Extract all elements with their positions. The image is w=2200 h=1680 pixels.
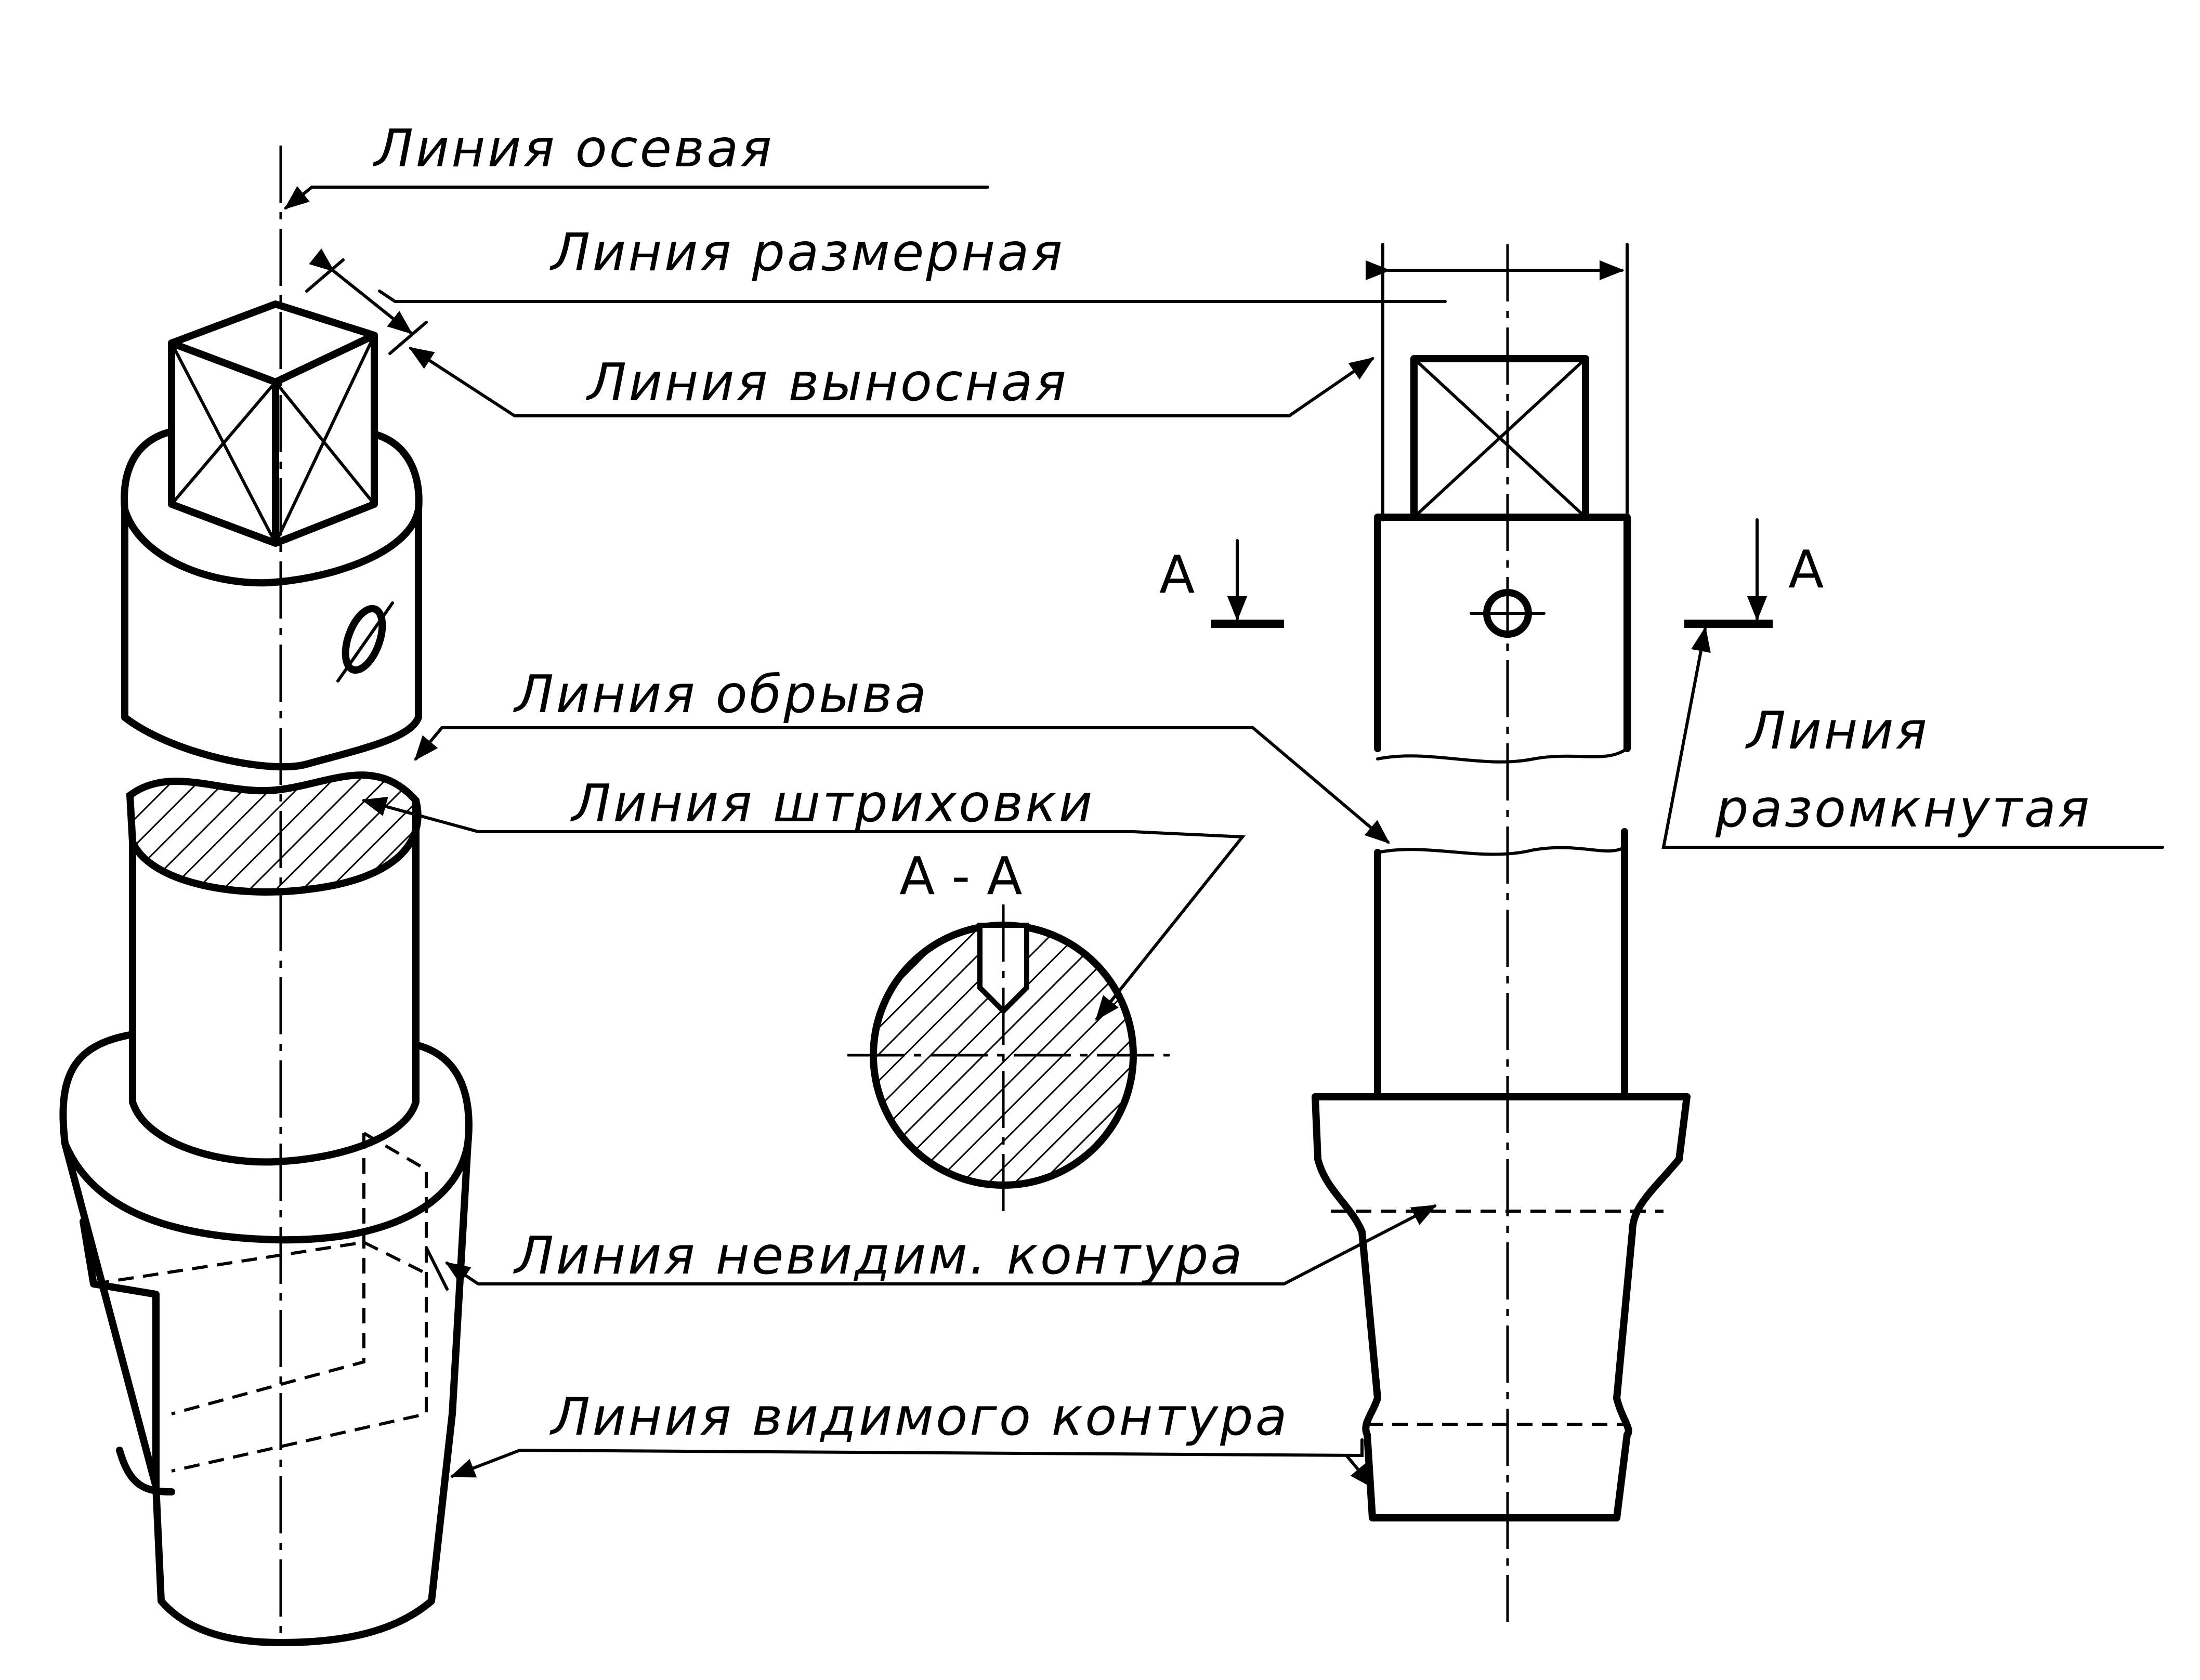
leader-lines xyxy=(284,186,2164,1489)
section-title: А - А xyxy=(899,846,1022,907)
cut-marker-left: А xyxy=(1159,544,1195,605)
label-break: Линия обрыва xyxy=(513,664,928,725)
label-hatching: Линия штриховки xyxy=(570,773,1094,834)
label-extension: Линия выносная xyxy=(586,352,1068,413)
middle-shaft xyxy=(129,797,420,1166)
keyway-slot xyxy=(977,923,1029,1015)
break-section-hatched xyxy=(126,771,422,896)
front-taper xyxy=(1312,1093,1691,1521)
leader-dimension xyxy=(378,290,1447,303)
leader-extension xyxy=(513,357,1374,417)
lower-taper xyxy=(59,1031,473,1646)
square-head xyxy=(168,300,378,547)
cutting-plane-right: А xyxy=(1684,518,1824,628)
cutting-plane-left: А xyxy=(1159,539,1284,628)
leader-open-line xyxy=(1661,626,2164,849)
upper-collar xyxy=(121,428,423,771)
label-hidden: Линия невидим. контура xyxy=(513,1225,1245,1286)
leader-hidden xyxy=(1282,1204,1437,1285)
leader-break xyxy=(440,726,1390,844)
cut-marker-right: А xyxy=(1788,539,1824,600)
leader-visible xyxy=(450,1438,1364,1478)
label-visible: Линия видимого контура xyxy=(549,1386,1289,1447)
section-a-a: А - А xyxy=(847,846,1170,1216)
axonometric-view xyxy=(59,146,473,1646)
label-axis: Линия осевая xyxy=(373,118,774,179)
leader-hatching xyxy=(477,830,1246,1021)
front-square-end xyxy=(1410,355,1589,521)
front-collar xyxy=(1374,514,1631,764)
label-dimension: Линия размерная xyxy=(549,222,1065,283)
front-view: А А xyxy=(1159,243,1824,1622)
labels: Линия осевая Линия размерная Линия вынос… xyxy=(373,118,2091,1447)
leader-axis xyxy=(284,186,989,209)
label-open-line-2: разомкнутая xyxy=(1715,778,2091,839)
label-open-line-1: Линия xyxy=(1745,700,1929,761)
front-shaft xyxy=(1374,828,1628,1100)
pin-hole-iso xyxy=(342,605,386,674)
dimension-iso xyxy=(309,248,413,334)
